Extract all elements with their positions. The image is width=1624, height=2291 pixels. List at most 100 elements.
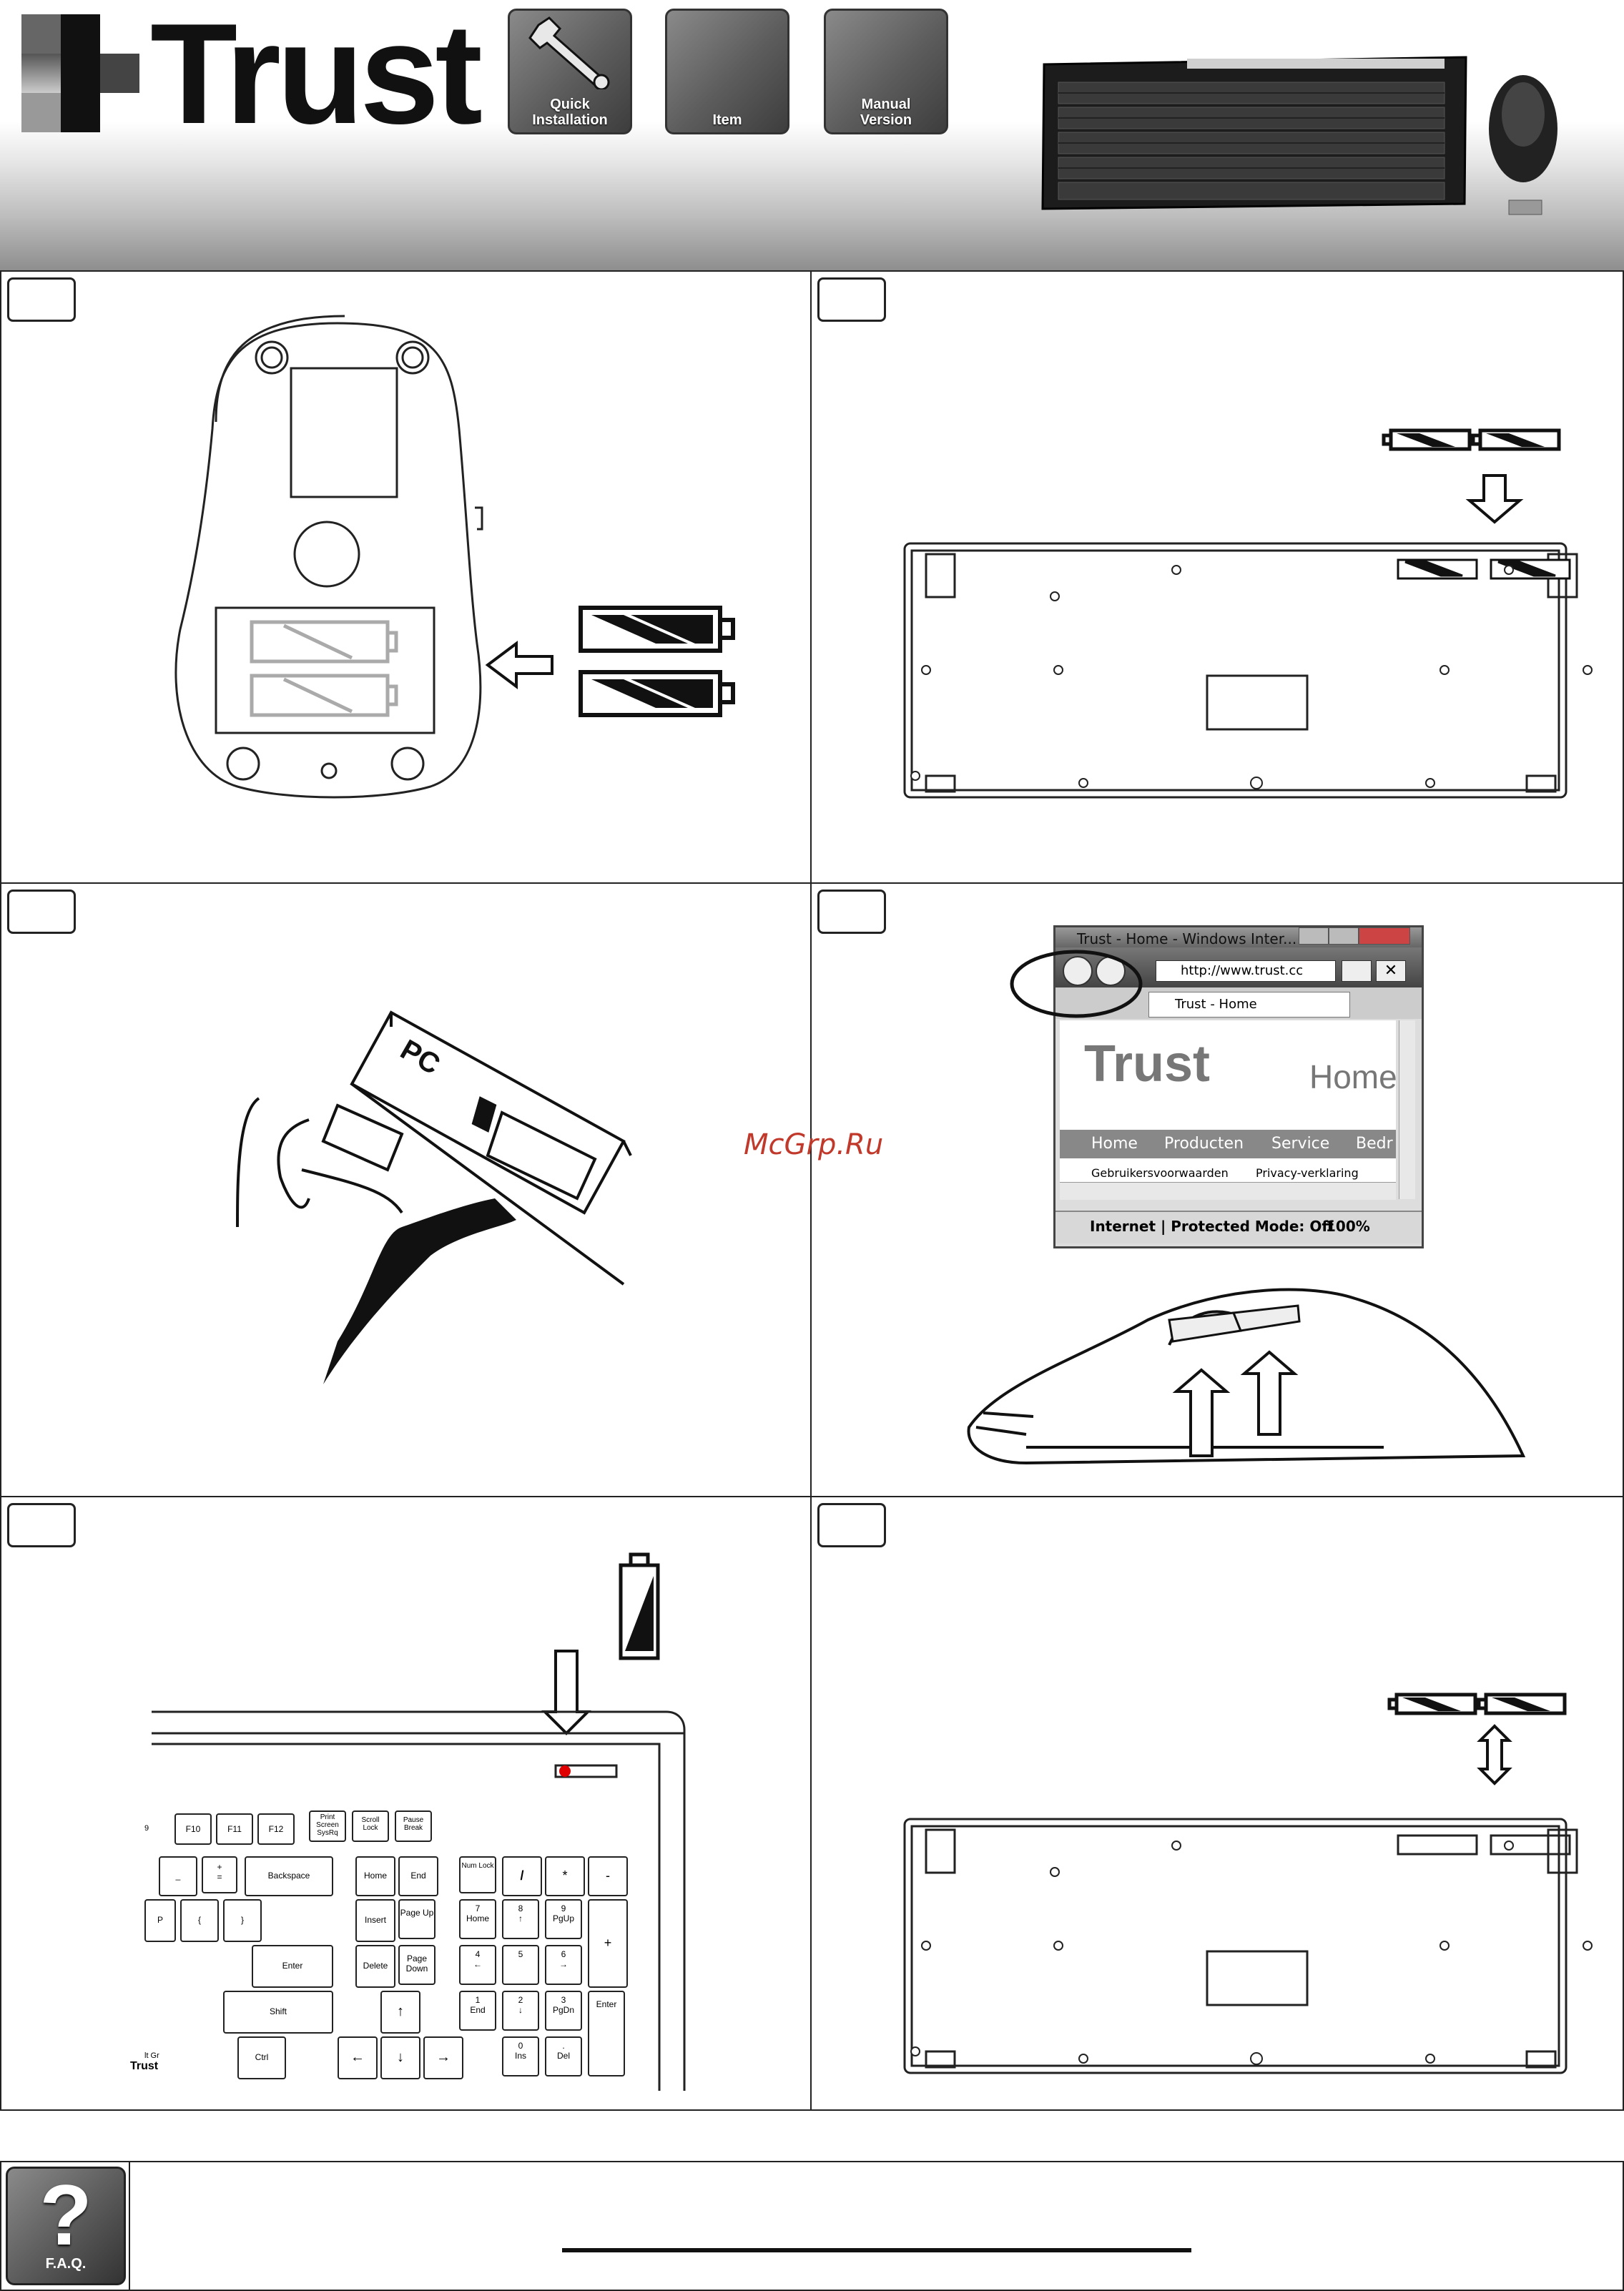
key-p: P xyxy=(144,1899,176,1942)
brand-logo: Trust xyxy=(150,0,483,154)
step-number-box xyxy=(7,890,76,934)
key-label: 7 xyxy=(475,1903,481,1913)
arrow-up-key: ↑ xyxy=(380,1991,420,2034)
keyboard-led-illustration xyxy=(152,1552,686,2091)
site-link-terms[interactable]: Gebruikersvoorwaarden xyxy=(1091,1166,1229,1180)
key-f9: 9 xyxy=(144,1824,149,1833)
stop-button[interactable]: ✕ xyxy=(1376,960,1406,982)
button-label-line1: Quick xyxy=(550,97,590,112)
mouse-product-image xyxy=(1489,75,1557,215)
site-heading: Home xyxy=(1309,1058,1397,1095)
key-page-up: Page Up xyxy=(398,1899,435,1939)
faq-bar: ? F.A.Q. xyxy=(0,2161,1624,2291)
vertical-scrollbar[interactable] xyxy=(1399,1020,1415,1199)
back-button[interactable] xyxy=(1063,956,1093,986)
horizontal-scrollbar[interactable] xyxy=(1060,1182,1396,1200)
key-label: 6 xyxy=(561,1949,566,1959)
key-num-dot: .Del xyxy=(545,2036,582,2076)
key-pause-break: Pause Break xyxy=(395,1810,432,1842)
key-label: 9 xyxy=(561,1903,566,1913)
key-label: 8 xyxy=(518,1903,523,1913)
keyboard-battery-remove-illustration xyxy=(903,1693,1593,2074)
wrench-icon xyxy=(528,16,610,89)
site-nav-service[interactable]: Service xyxy=(1271,1135,1330,1153)
button-label-line2: Installation xyxy=(532,112,608,128)
usb-receiver-plug-in-illustration: PC xyxy=(236,1010,632,1384)
key-sublabel: PgUp xyxy=(552,1913,575,1923)
step-panel-3: PC xyxy=(0,882,812,1497)
status-zone: Internet | Protected Mode: Off xyxy=(1090,1218,1334,1235)
browser-tab[interactable]: Trust - Home xyxy=(1148,992,1350,1018)
key-enter: Enter xyxy=(252,1945,333,1988)
key-equals-top: + xyxy=(217,1862,222,1872)
step-number-box xyxy=(7,277,76,322)
key-num-multiply: * xyxy=(545,1856,585,1896)
faq-label: F.A.Q. xyxy=(45,2256,87,2272)
key-delete: Delete xyxy=(355,1945,395,1988)
key-sublabel: End xyxy=(470,2005,486,2015)
key-sublabel: PgDn xyxy=(552,2005,575,2015)
zoom-level[interactable]: 100% xyxy=(1326,1218,1370,1235)
address-bar[interactable]: http://www.trust.cc xyxy=(1156,960,1336,982)
status-led xyxy=(559,1765,571,1777)
button-label-line2: Version xyxy=(860,112,912,128)
item-button[interactable]: Item xyxy=(665,9,789,134)
question-mark-icon: ? xyxy=(39,2167,92,2263)
key-sublabel: Del xyxy=(556,2051,570,2061)
arrow-left-key: ← xyxy=(338,2036,378,2079)
key-label: 4 xyxy=(475,1949,481,1959)
faq-button[interactable]: ? F.A.Q. xyxy=(6,2167,126,2285)
key-f11: F11 xyxy=(216,1813,253,1845)
step-number-box xyxy=(7,1503,76,1547)
trust-logo-mark xyxy=(21,14,139,132)
key-brace-close: } xyxy=(223,1899,262,1942)
refresh-button[interactable] xyxy=(1342,960,1372,982)
browser-window-screenshot: Trust - Home - Windows Inter... http://w… xyxy=(1053,925,1424,1248)
keyboard-product-image xyxy=(1041,56,1467,210)
key-num-lock: Num Lock xyxy=(459,1856,496,1893)
key-brace-open: { xyxy=(180,1899,219,1942)
step-number-box xyxy=(817,1503,886,1547)
signature-line xyxy=(562,2248,1191,2252)
step-number-box xyxy=(817,277,886,322)
highlight-circle xyxy=(1010,950,1143,1018)
mouse-battery-insert-illustration xyxy=(174,315,735,799)
key-num-4: 4← xyxy=(459,1945,496,1985)
step-panel-6 xyxy=(810,1496,1624,2111)
key-label: 2 xyxy=(518,1995,523,2005)
key-altgr: lt Gr xyxy=(144,2051,159,2060)
step-panel-1 xyxy=(0,270,812,884)
key-num-6: 6→ xyxy=(545,1945,582,1985)
site-link-privacy[interactable]: Privacy-verklaring xyxy=(1256,1166,1359,1180)
button-label-line2: Item xyxy=(712,112,742,128)
key-num-minus: - xyxy=(588,1856,628,1896)
button-label-line1: Manual xyxy=(861,97,911,112)
key-f10: F10 xyxy=(174,1813,212,1845)
key-num-8: 8↑ xyxy=(502,1899,539,1939)
key-label: . xyxy=(562,2041,565,2051)
key-scroll-lock: Scroll Lock xyxy=(352,1810,389,1842)
watermark: McGrp.Ru xyxy=(744,1128,884,1161)
site-logo: Trust xyxy=(1084,1035,1211,1093)
key-equals: += xyxy=(202,1856,237,1893)
key-sublabel: Ins xyxy=(514,2051,526,2061)
key-print-screen: Print Screen SysRq xyxy=(309,1810,346,1842)
step-panel-2 xyxy=(810,270,1624,884)
site-nav-home[interactable]: Home xyxy=(1091,1135,1138,1153)
site-nav-bedr[interactable]: Bedr xyxy=(1356,1135,1393,1153)
key-label: 0 xyxy=(518,2041,523,2051)
window-controls[interactable] xyxy=(1299,927,1413,945)
key-f12: F12 xyxy=(257,1813,295,1845)
step-panel-5: 9 F10 F11 F12 Print Screen SysRq Scroll … xyxy=(0,1496,812,2111)
key-ctrl: Ctrl xyxy=(237,2036,286,2079)
site-nav-producten[interactable]: Producten xyxy=(1164,1135,1244,1153)
key-label: 5 xyxy=(518,1949,523,1959)
key-end: End xyxy=(398,1856,438,1896)
